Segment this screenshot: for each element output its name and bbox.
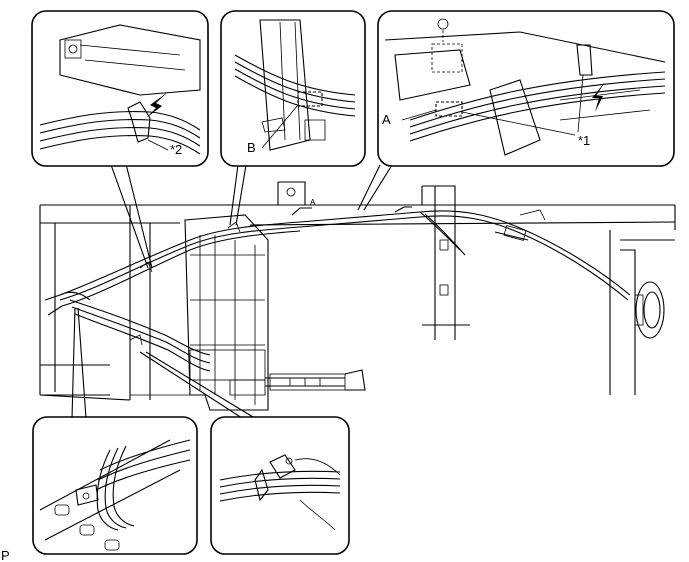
callout-a: A <box>382 112 391 127</box>
clamp-a-marker <box>435 101 463 117</box>
clamp-label-a: A <box>310 198 316 207</box>
vehicle-frame <box>39 181 676 401</box>
callout-star1: *1 <box>578 133 590 148</box>
brake-actuator-assembly <box>184 214 269 411</box>
arrow-icon <box>146 92 168 118</box>
arrow-icon-right <box>592 82 605 112</box>
callout-b: B <box>247 140 256 155</box>
clamp-b-marker <box>297 91 323 107</box>
detail-box-bottom-middle <box>210 416 350 555</box>
rear-rod <box>265 369 366 391</box>
brake-lines <box>44 210 631 372</box>
detail-box-bottom-left <box>32 416 198 555</box>
detail-box-a: A *1 <box>377 10 675 167</box>
callout-leaders <box>71 159 393 421</box>
corner-letter: P <box>1 548 10 562</box>
callout-star2: *2 <box>170 142 182 157</box>
detail-box-clamp-2: *2 <box>31 10 209 167</box>
flex-hose <box>494 209 546 241</box>
wheel-hub <box>634 281 665 339</box>
clamp-markers: A <box>129 198 412 346</box>
detail-box-b: B <box>220 10 366 167</box>
